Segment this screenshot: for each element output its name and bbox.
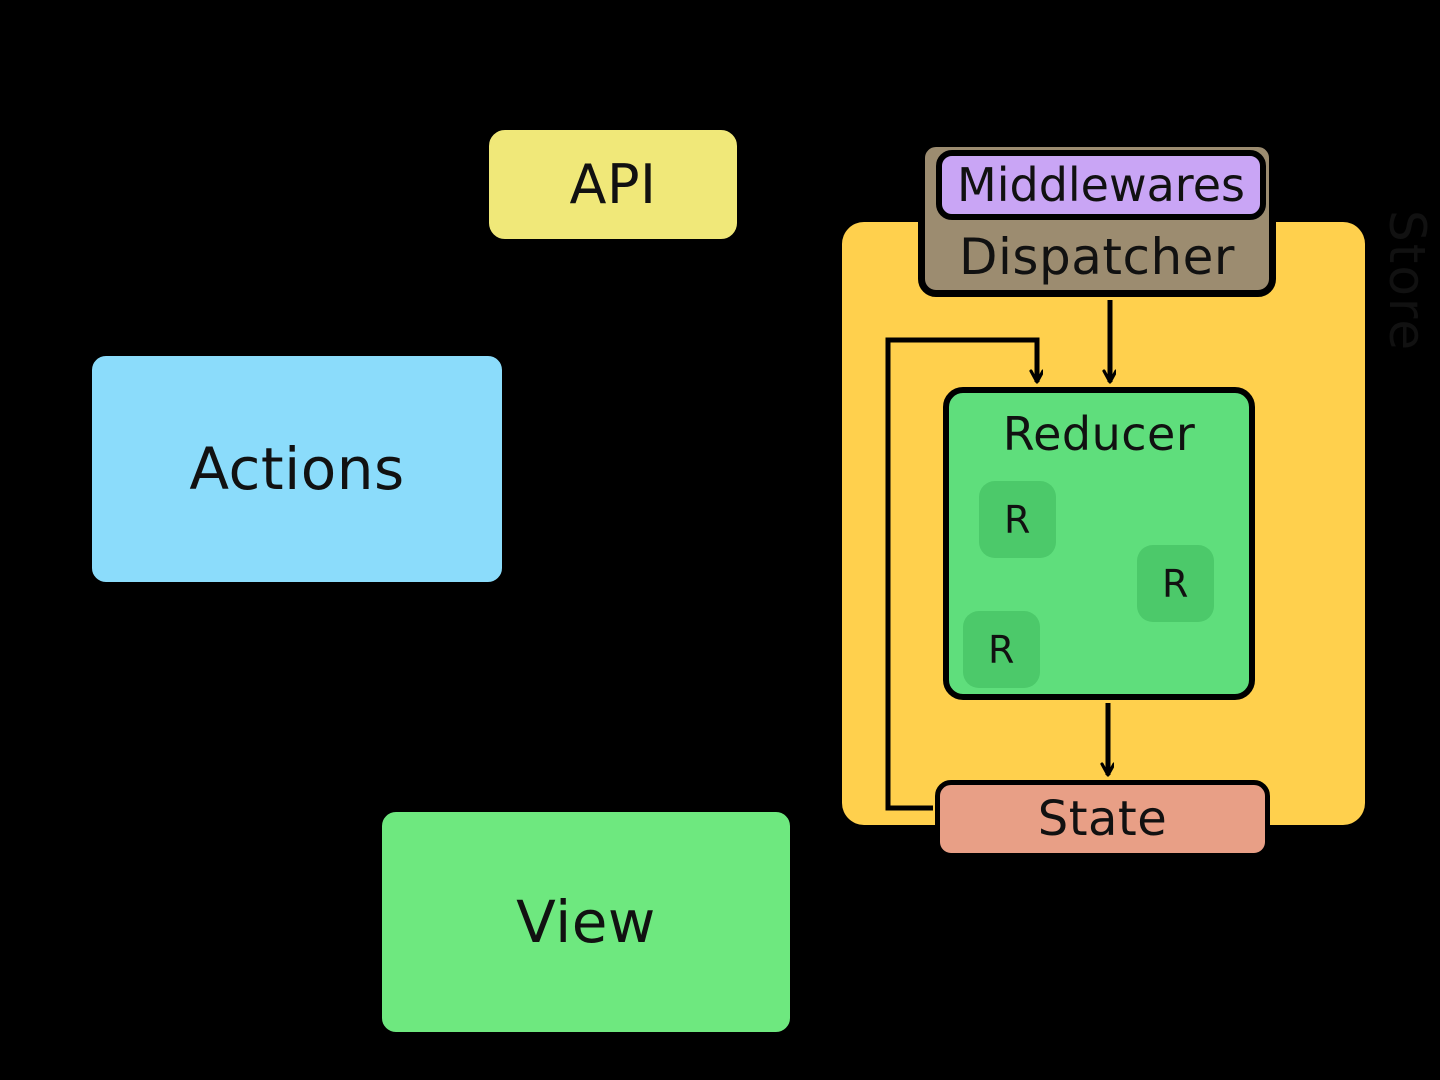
reducer-sub-r-2[interactable]: R: [1137, 545, 1214, 622]
middlewares-label: Middlewares: [957, 158, 1245, 212]
api-node[interactable]: API: [483, 124, 743, 245]
reducer-sub-r-3-label: R: [988, 627, 1015, 672]
actions-node[interactable]: Actions: [88, 352, 506, 586]
reducer-sub-r-1-label: R: [1004, 497, 1031, 542]
edge-into-dispatcher-top: [1009, 47, 1102, 128]
view-node[interactable]: View: [378, 808, 794, 1036]
state-node[interactable]: State: [935, 780, 1270, 858]
reducer-sub-r-1[interactable]: R: [979, 481, 1056, 558]
edge-actions-to-api-stub: [301, 56, 375, 118]
edge-view-to-actions: [312, 600, 379, 1001]
reducer-label: Reducer: [1002, 407, 1196, 461]
edge-view-to-actions-path: [300, 600, 376, 934]
middlewares-node[interactable]: Middlewares: [936, 150, 1266, 220]
state-label: State: [1037, 791, 1168, 847]
store-label: Store: [1378, 210, 1436, 353]
actions-label: Actions: [189, 435, 405, 503]
reducer-node[interactable]: Reducer R R R: [943, 387, 1255, 700]
edge-state-to-view: [800, 859, 1107, 930]
reducer-sub-r-3[interactable]: R: [963, 611, 1040, 688]
view-label: View: [516, 888, 656, 956]
dispatcher-label: Dispatcher: [959, 228, 1235, 286]
api-label: API: [569, 153, 657, 216]
reducer-sub-r-2-label: R: [1162, 561, 1189, 606]
